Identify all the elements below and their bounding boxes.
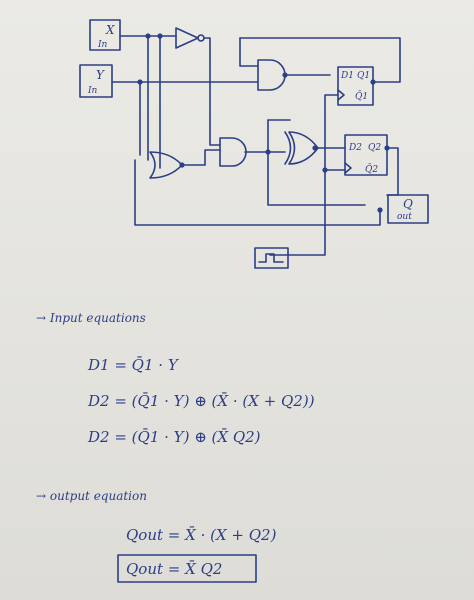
ff1-qbar-label: Q̄1 bbox=[355, 90, 368, 102]
xor-gate bbox=[284, 131, 319, 165]
input-y-sub: In bbox=[87, 86, 98, 96]
equation-d2-expanded: D2 = (Q̄1 · Y) ⊕ (X̄ · (X + Q2)) bbox=[87, 392, 315, 410]
ff2-d-label: D2 bbox=[348, 143, 362, 153]
ff1-d-label: D1 bbox=[340, 71, 354, 81]
output-equation-heading: → output equation bbox=[36, 489, 147, 503]
equation-qout-simplified: Qout = X̄ Q2 bbox=[126, 560, 222, 578]
ff2-qbar-label: Q̄2 bbox=[365, 163, 378, 175]
output-box: Q out bbox=[387, 194, 429, 224]
equation-qout-expanded: Qout = X̄ · (X + Q2) bbox=[126, 526, 277, 544]
and-gate-1 bbox=[257, 59, 286, 91]
junction-dots bbox=[137, 33, 390, 213]
equation-d1: D1 = Q̄1 · Y bbox=[87, 356, 180, 374]
ff2-q-label: Q2 bbox=[368, 143, 381, 153]
final-answer-box bbox=[117, 554, 257, 583]
input-equations-heading: → Input equations bbox=[36, 311, 146, 325]
input-x-box: X In bbox=[89, 19, 121, 51]
input-x-label: X bbox=[105, 23, 115, 37]
wiring bbox=[111, 35, 401, 256]
flip-flop-1: D1 Q1 Q̄1 bbox=[337, 66, 374, 106]
flip-flop-2: D2 Q2 Q̄2 bbox=[344, 134, 388, 176]
or-gate bbox=[149, 151, 183, 179]
output-sub: out bbox=[397, 212, 412, 222]
not-gate bbox=[175, 27, 205, 49]
input-x-sub: In bbox=[97, 40, 108, 50]
input-y-box: Y In bbox=[79, 64, 113, 98]
output-label: Q bbox=[403, 197, 413, 211]
ff1-q-label: Q1 bbox=[357, 71, 370, 81]
clock-source bbox=[254, 247, 289, 269]
input-y-label: Y bbox=[96, 68, 105, 82]
and-gate-2 bbox=[219, 137, 247, 167]
equation-d2-simplified: D2 = (Q̄1 · Y) ⊕ (X̄ Q2) bbox=[87, 428, 261, 446]
